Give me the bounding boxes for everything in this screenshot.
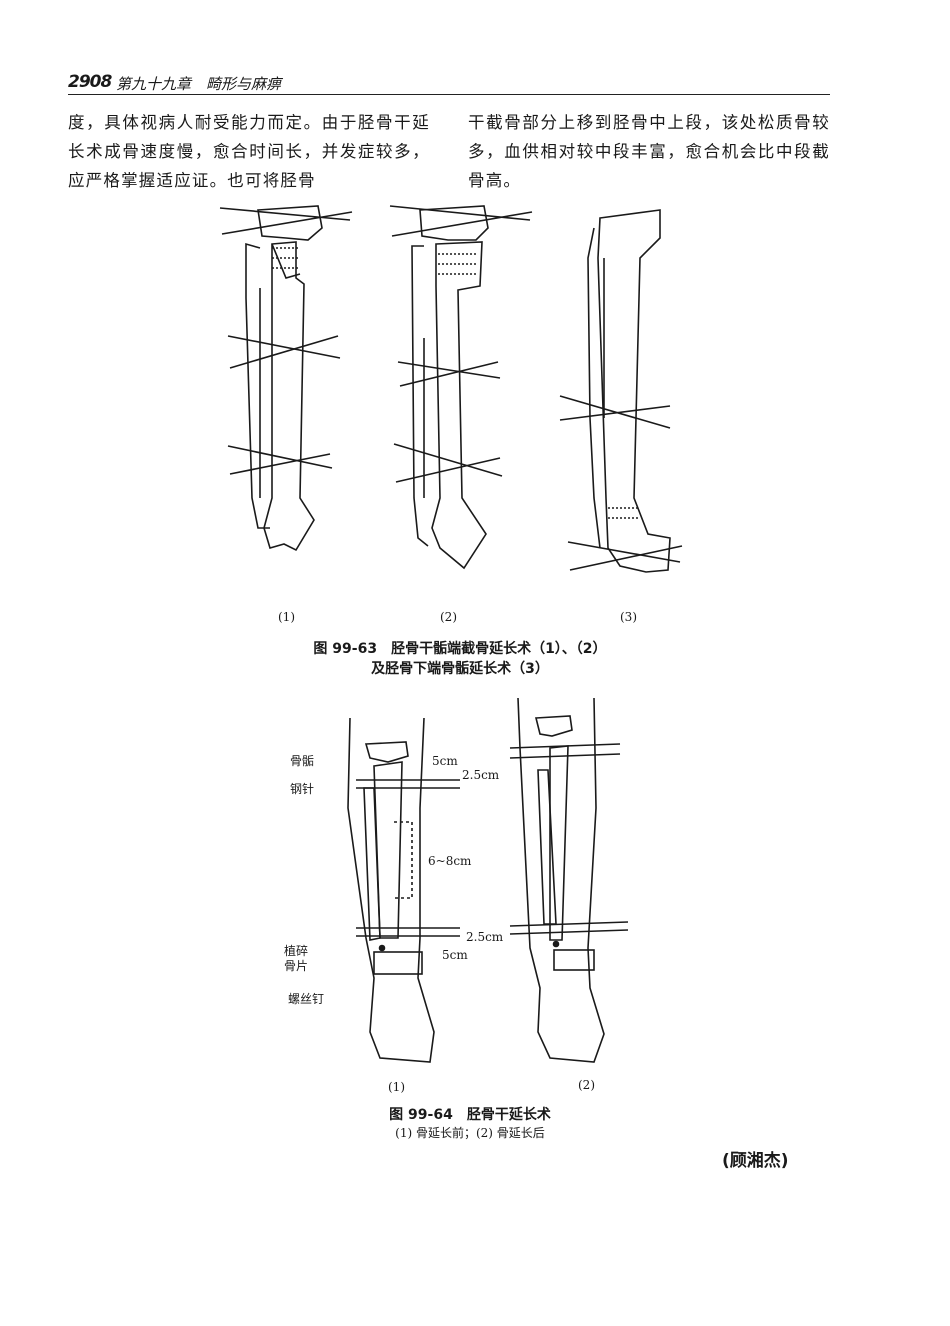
fig63-panel-label-2: (2) (440, 610, 457, 624)
fig63-caption-line1: 图 99-63 胫骨干骺端截骨延长术（1）、（2） (313, 641, 607, 657)
measurement-top-2-5cm: 2.5cm (462, 768, 500, 782)
tibial-shaft-lengthening-diagram (347, 697, 629, 1063)
callout-graft: 植碎 骨片 (284, 944, 309, 973)
figure-99-63: (1) (2) (3) 图 99-63 胫骨干骺端截骨延长术（1）、（2） 及胫… (200, 198, 720, 683)
fig63-panel-label-1: (1) (278, 610, 295, 624)
callout-screw: 螺丝钉 (288, 992, 325, 1006)
measurement-top-5cm: 5cm (432, 754, 458, 768)
page-number: 2908 (68, 72, 112, 92)
figure-99-64: 骨骺 钢针 植碎 骨片 螺丝钉 5cm 2.5cm 6~8cm 2.5cm 5c… (270, 688, 670, 1143)
fig64-caption: 图 99-64 胫骨干延长术 (389, 1107, 551, 1123)
page-header: 2908 第九十九章 畸形与麻痹 (68, 70, 830, 95)
fig64-panel-label-1: (1) (388, 1080, 405, 1094)
callout-epiphysis: 骨骺 (290, 754, 315, 768)
measurement-bottom-5cm: 5cm (442, 948, 468, 962)
fig63-caption-line2: 及胫骨下端骨骺延长术（3） (371, 661, 549, 677)
measurement-bottom-2-5cm: 2.5cm (466, 930, 504, 944)
tibia-lengthening-diagram (219, 205, 683, 573)
callout-pin: 钢针 (290, 782, 315, 796)
panel-2-drawing (389, 205, 533, 570)
fig64-sub-caption: (1) 骨延长前；(2) 骨延长后 (395, 1126, 545, 1140)
text-column-right: 干截骨部分上移到胫骨中上段，该处松质骨较多，血供相对较中段丰富，愈合机会比中段截… (468, 108, 830, 195)
chapter-title: 第九十九章 畸形与麻痹 (116, 75, 282, 93)
measurement-6-8cm: 6~8cm (428, 854, 472, 868)
fig63-panel-label-3: (3) (620, 610, 637, 624)
panel-1-drawing (219, 205, 353, 552)
author-attribution: (顾湘杰) (722, 1151, 789, 1171)
fig64-panel-label-2: (2) (578, 1078, 595, 1092)
paragraph-right: 干截骨部分上移到胫骨中上段，该处松质骨较多，血供相对较中段丰富，愈合机会比中段截… (468, 113, 830, 190)
leg-before-lengthening (347, 717, 460, 1063)
paragraph-left: 度，具体视病人耐受能力而定。由于胫骨干延长术成骨速度慢，愈合时间长，并发症较多，… (68, 113, 430, 190)
text-column-left: 度，具体视病人耐受能力而定。由于胫骨干延长术成骨速度慢，愈合时间长，并发症较多，… (68, 108, 430, 195)
leg-after-lengthening (509, 697, 629, 1063)
panel-3-drawing (559, 209, 683, 573)
